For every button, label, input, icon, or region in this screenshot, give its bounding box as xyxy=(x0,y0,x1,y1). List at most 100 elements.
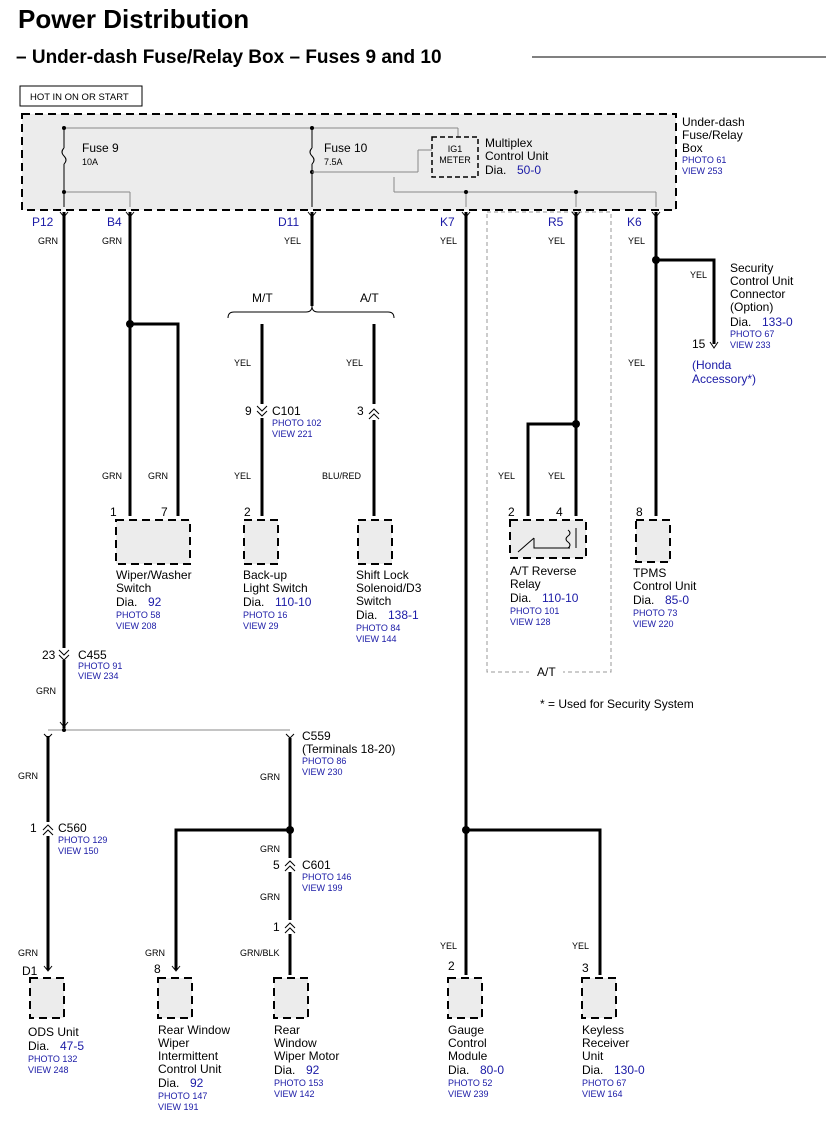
shiftlock-photo: PHOTO 84 xyxy=(356,623,400,633)
wire-ww-1: GRN xyxy=(102,471,122,481)
ods-unit xyxy=(29,977,65,1019)
motor-label-3: Wiper Motor xyxy=(274,1049,339,1063)
rear-cu-arrow xyxy=(171,965,181,972)
rear-wiper-control-unit xyxy=(157,977,193,1019)
tpms-photo: PHOTO 73 xyxy=(633,608,677,618)
c559-sub: (Terminals 18-20) xyxy=(302,742,395,756)
bus-r5-junction xyxy=(574,190,578,194)
at-region-label-bg xyxy=(529,660,563,680)
fuse10-icon xyxy=(309,147,315,165)
mcu-dia-prefix: Dia. xyxy=(485,163,506,177)
c559-arrow xyxy=(285,733,295,739)
motor-label-2: Window xyxy=(274,1036,317,1050)
fuse10-name: Fuse 10 xyxy=(324,141,368,155)
c455-view: VIEW 234 xyxy=(78,671,119,681)
box-label-1: Under-dash xyxy=(682,115,745,129)
c560-view: VIEW 150 xyxy=(58,846,99,856)
gauge-label-3: Module xyxy=(448,1049,488,1063)
relay-label-1: A/T Reverse xyxy=(510,564,577,578)
security-label-3: Connector xyxy=(730,287,785,301)
c560-photo: PHOTO 129 xyxy=(58,835,107,845)
c101-symbol xyxy=(256,405,268,417)
ww-label-1: Wiper/Washer xyxy=(116,568,192,582)
splice-junction xyxy=(62,728,66,732)
shiftlock-dia-prefix: Dia. xyxy=(356,608,377,622)
footnote: * = Used for Security System xyxy=(540,697,694,711)
at-reverse-relay xyxy=(509,519,587,559)
honda-accessory-1: (Honda xyxy=(692,358,732,372)
c101-photo: PHOTO 102 xyxy=(272,418,321,428)
c455-symbol xyxy=(58,649,70,661)
wire-k7: YEL xyxy=(440,236,457,246)
c601-pin: 5 xyxy=(273,858,280,872)
c101-name: C101 xyxy=(272,404,301,418)
fuse9-top-junction xyxy=(62,126,66,130)
wire-ww-7: GRN xyxy=(148,471,168,481)
wire-mt-yel: YEL xyxy=(234,358,251,368)
ww-dia: 92 xyxy=(148,595,162,609)
wire-keyless-yel: YEL xyxy=(572,941,589,951)
wire-rear-cu-grn: GRN xyxy=(145,948,165,958)
backup-pin: 2 xyxy=(244,505,251,519)
wire-relay4-yel: YEL xyxy=(548,471,565,481)
box-view: VIEW 253 xyxy=(682,166,723,176)
motor-label-1: Rear xyxy=(274,1023,300,1037)
relay-coil-icon xyxy=(565,529,571,549)
backup-light-switch xyxy=(243,519,279,565)
box-label-2: Fuse/Relay xyxy=(682,128,743,142)
terminal-k7: K7 xyxy=(440,215,455,229)
wire-c559-grn: GRN xyxy=(260,772,280,782)
wire-p12: GRN xyxy=(38,236,58,246)
wire-c601b-grn: GRN xyxy=(260,892,280,902)
wire-security-yel: YEL xyxy=(690,270,707,280)
ww-photo: PHOTO 58 xyxy=(116,610,160,620)
gauge-photo: PHOTO 52 xyxy=(448,1078,492,1088)
rearcu-view: VIEW 191 xyxy=(158,1102,199,1112)
c560-pin: 1 xyxy=(30,821,37,835)
wire-relay-2 xyxy=(526,422,576,516)
c101-pin: 9 xyxy=(245,404,252,418)
tpms-control-unit xyxy=(635,519,671,563)
rear-cu-pin: 8 xyxy=(154,962,161,976)
gauge-label-1: Gauge xyxy=(448,1023,484,1037)
c559-photo: PHOTO 86 xyxy=(302,756,346,766)
terminal-r5: R5 xyxy=(548,215,564,229)
shift-lock-solenoid xyxy=(357,519,393,565)
box-label-3: Box xyxy=(682,141,703,155)
relay-photo: PHOTO 101 xyxy=(510,606,559,616)
c601-view: VIEW 199 xyxy=(302,883,343,893)
rearcu-dia: 92 xyxy=(190,1076,204,1090)
fuse9-name: Fuse 9 xyxy=(82,141,119,155)
mcu-dia: 50-0 xyxy=(517,163,541,177)
fuse9-icon xyxy=(61,147,67,165)
keyless-dia: 130-0 xyxy=(614,1063,645,1077)
security-pin: 15 xyxy=(692,337,706,351)
terminal-p12: P12 xyxy=(32,215,54,229)
ww-view: VIEW 208 xyxy=(116,621,157,631)
c101b-symbol xyxy=(368,408,380,420)
backup-photo: PHOTO 16 xyxy=(243,610,287,620)
wire-backup-yel: YEL xyxy=(234,471,251,481)
c601-name: C601 xyxy=(302,858,331,872)
keyless-view: VIEW 164 xyxy=(582,1089,623,1099)
page-title: Power Distribution xyxy=(18,4,249,34)
hot-label-box xyxy=(19,85,143,107)
wire-tpms-yel: YEL xyxy=(628,358,645,368)
shiftlock-label-1: Shift Lock xyxy=(356,568,410,582)
ods-arrow xyxy=(43,965,53,972)
fuse9-rating: 10A xyxy=(82,157,98,167)
motor-view: VIEW 142 xyxy=(274,1089,315,1099)
backup-view: VIEW 29 xyxy=(243,621,279,631)
at-region-label: A/T xyxy=(537,665,556,679)
tpms-label-2: Control Unit xyxy=(633,579,697,593)
relay-contacts-icon xyxy=(517,528,577,553)
wire-b4: GRN xyxy=(102,236,122,246)
ww-pin-7: 7 xyxy=(161,505,168,519)
security-label-4: (Option) xyxy=(730,300,773,314)
terminal-d11: D11 xyxy=(278,215,299,229)
security-dia: 133-0 xyxy=(762,315,793,329)
tpms-pin: 8 xyxy=(636,505,643,519)
honda-accessory-2: Accessory*) xyxy=(692,372,756,386)
hot-label: HOT IN ON OR START xyxy=(30,92,129,103)
c455-split-arrow xyxy=(59,721,69,728)
